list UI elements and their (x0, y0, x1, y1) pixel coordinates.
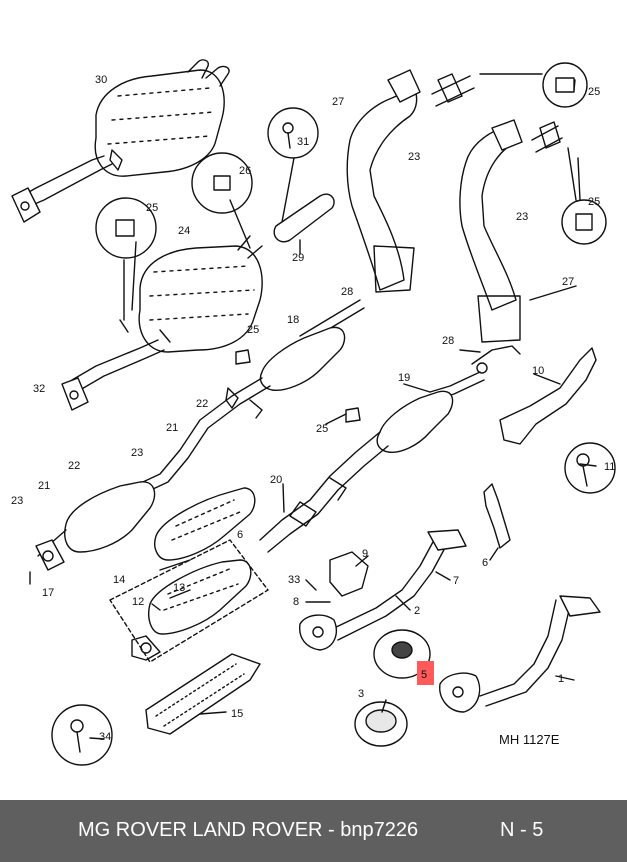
manifold-studs (431, 75, 563, 153)
callout-10: 10 (532, 365, 544, 377)
footer-page-number: N - 5 (500, 819, 544, 841)
callout-32: 32 (33, 383, 45, 395)
callout-23-b: 23 (516, 211, 528, 223)
callout-28-upper: 28 (341, 286, 353, 298)
callout-27-upper: 27 (332, 96, 344, 108)
callout-6-left: 6 (237, 529, 243, 541)
bolt-34-circle (51, 704, 113, 766)
footer-bar: MG ROVER LAND ROVER - bnp7226 N - 5 (0, 800, 627, 862)
callout-19: 19 (398, 372, 410, 384)
heat-shield-15 (145, 653, 261, 735)
bracket-9 (329, 551, 369, 597)
highlight-box-5 (417, 661, 434, 685)
callout-23-d: 23 (11, 495, 23, 507)
front-pipe-1 (439, 595, 601, 713)
callout-25-b: 25 (588, 196, 600, 208)
gasket-3 (354, 701, 408, 747)
callout-18: 18 (287, 314, 299, 326)
callout-14: 14 (113, 574, 125, 586)
callout-8: 8 (293, 596, 299, 608)
callout-7: 7 (453, 575, 459, 587)
gasket-5 (373, 629, 431, 679)
rear-silencer-30 (11, 59, 230, 223)
callout-15: 15 (231, 708, 243, 720)
callout-24: 24 (178, 225, 190, 237)
callout-20: 20 (270, 474, 282, 486)
callout-33: 33 (288, 574, 300, 586)
callout-22-upper: 22 (196, 398, 208, 410)
callout-6-right: 6 (482, 557, 488, 569)
callout-27-lower: 27 (562, 276, 574, 288)
callout-25-a: 25 (588, 86, 600, 98)
bracket-6 (483, 483, 511, 549)
bracket-10 (499, 347, 597, 445)
mount-25-right (561, 199, 607, 245)
callout-23-a: 23 (408, 151, 420, 163)
callout-17: 17 (42, 587, 54, 599)
heat-shield-29 (273, 193, 335, 243)
callout-2: 2 (414, 605, 420, 617)
callout-21-lower: 21 (38, 480, 50, 492)
callout-29: 29 (292, 252, 304, 264)
mount-25-top (542, 62, 588, 108)
callout-30: 30 (95, 74, 107, 86)
callout-34: 34 (99, 731, 111, 743)
catalyst-group (109, 487, 269, 663)
callout-26: 26 (239, 165, 251, 177)
diagram-code: MH 1127E (499, 732, 560, 747)
exhaust-system-diagram: 1 2 3 5 6 6 7 8 9 10 11 12 13 14 15 17 1… (11, 59, 616, 766)
callout-9: 9 (362, 548, 368, 560)
footer-title: MG ROVER LAND ROVER - bnp7226 (78, 819, 419, 841)
callout-25-d: 25 (247, 324, 259, 336)
callout-5: 5 (421, 669, 427, 681)
bolt-11-circle (564, 442, 616, 494)
bolt-31-circle (267, 107, 319, 159)
downpipe-27-upper (346, 69, 421, 293)
callout-28-lower: 28 (442, 335, 454, 347)
callout-25-c: 25 (146, 202, 158, 214)
rear-silencer-24 (61, 235, 263, 411)
front-pipe-19 (259, 345, 521, 553)
callout-23-c: 23 (131, 447, 143, 459)
mount-25-left (95, 197, 157, 259)
downpipe-27-lower (459, 119, 523, 343)
callout-21-upper: 21 (166, 422, 178, 434)
callout-25-e: 25 (316, 423, 328, 435)
manifold-flanges (437, 73, 561, 149)
mount-26 (191, 152, 253, 214)
callout-13: 13 (173, 582, 185, 594)
callout-31: 31 (297, 136, 309, 148)
intermediate-pipe-18 (35, 299, 365, 571)
callout-11: 11 (604, 461, 615, 473)
callout-1: 1 (558, 673, 564, 685)
callout-22-lower: 22 (68, 460, 80, 472)
front-pipe-2 (299, 529, 467, 651)
callout-12: 12 (132, 596, 144, 608)
callout-3: 3 (358, 688, 364, 700)
